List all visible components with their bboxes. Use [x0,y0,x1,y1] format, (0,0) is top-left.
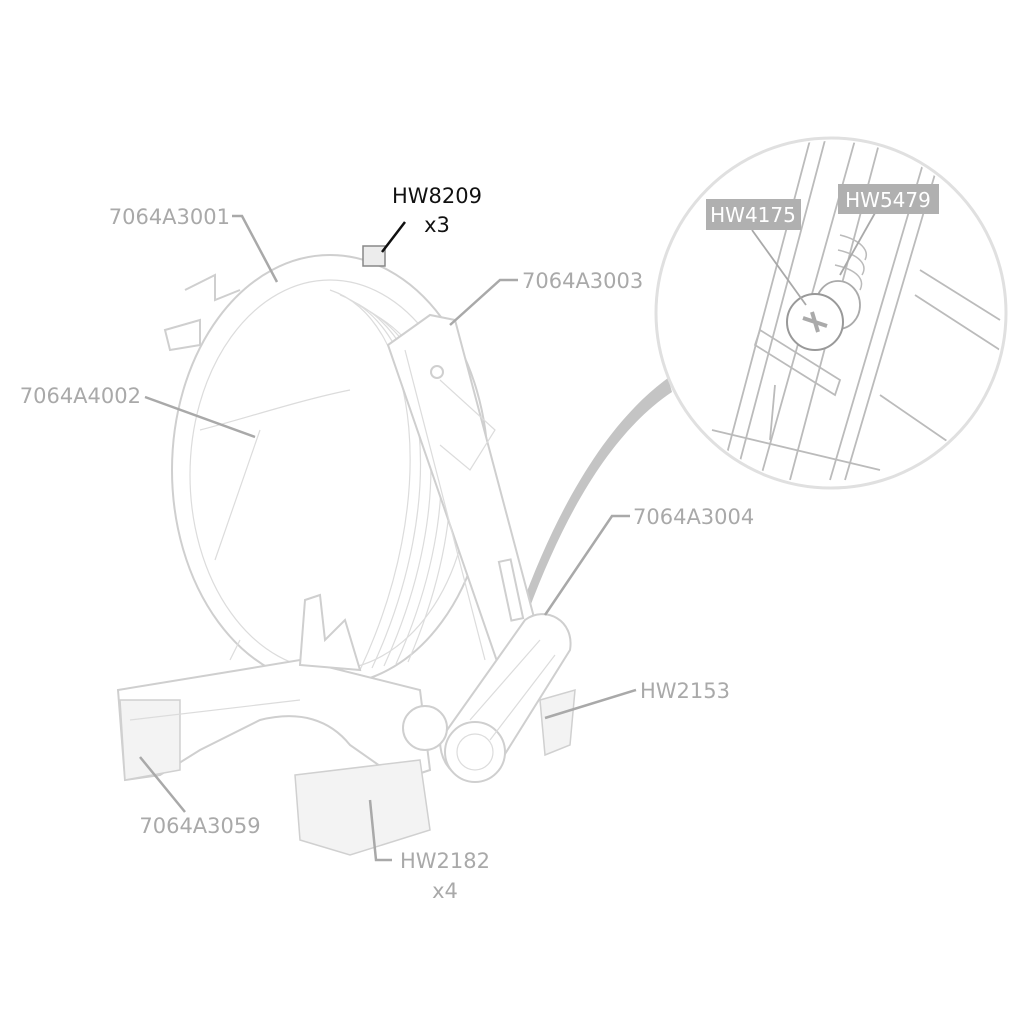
leader-hw4175 [751,229,807,306]
leader-7064A3004 [543,514,630,616]
leader-hw2153 [544,688,637,720]
callout-hw8209-qty: x3 [424,213,450,237]
callout-7064A3004: 7064A3004 [633,505,754,529]
screw-hw8209 [362,245,386,267]
inset-connector [520,378,672,612]
leader-7064A4002 [144,395,256,439]
detail-inset: HW4175 HW5479 [654,136,1008,490]
link-7064A3004 [402,613,576,783]
callout-7064A3001: 7064A3001 [109,205,230,229]
callout-hw4175: HW4175 [710,203,796,227]
arm-7064A3003 [386,313,542,672]
callout-7064A3059: 7064A3059 [139,814,260,838]
callout-hw8209: HW8209 [392,184,482,208]
tag-bg-hw4175 [706,199,801,230]
leader-7064A3001 [232,214,279,283]
leader-7064A3059 [139,756,186,813]
base-7064A3059 [116,593,432,856]
bushing-hw2153 [539,688,576,757]
callout-hw5479: HW5479 [845,188,931,212]
leader-hw8209 [381,221,406,253]
phillips-cross-icon [802,311,828,333]
tag-bg-hw5479 [838,184,939,214]
leader-hw2182 [368,799,392,862]
leader-hw5479 [839,212,876,276]
callout-7064A4002: 7064A4002 [20,384,141,408]
callout-hw2182: HW2182 [400,849,490,873]
callout-7064A3003: 7064A3003 [522,269,643,293]
callout-hw2182-qty: x4 [432,879,458,903]
callout-hw2153: HW2153 [640,679,730,703]
leader-7064A3003 [449,278,518,326]
